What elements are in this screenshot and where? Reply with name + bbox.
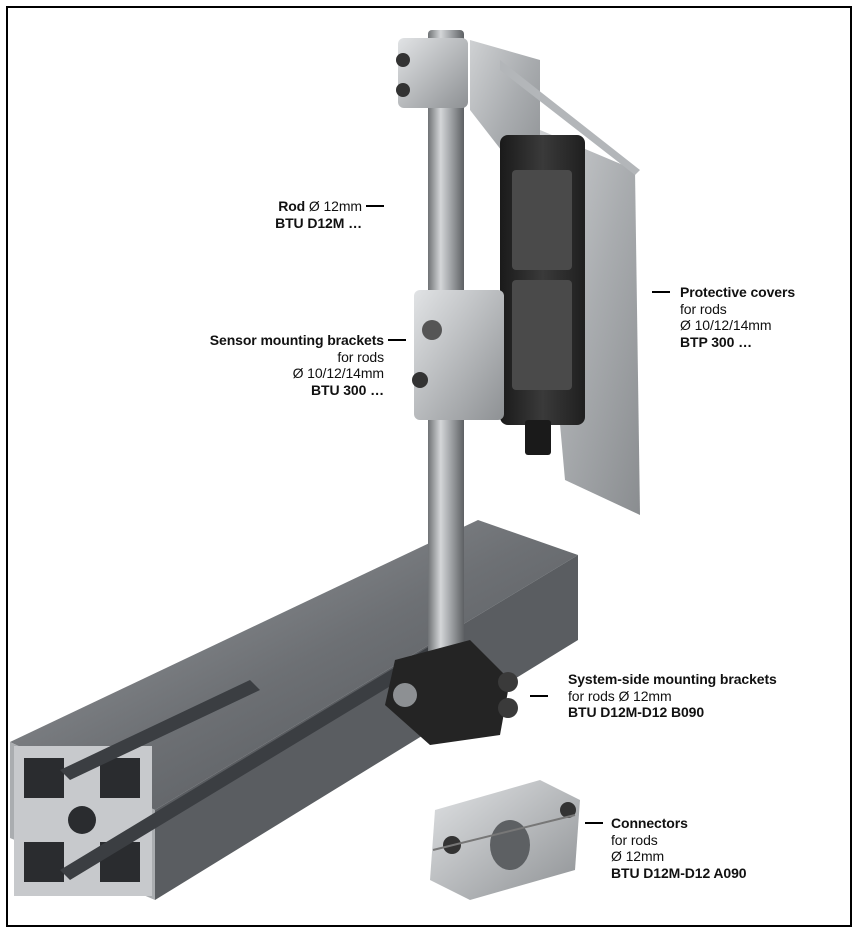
connectors-leader-line — [585, 822, 603, 824]
system-brackets-leader-line — [530, 695, 548, 697]
protective-covers-diameters: Ø 10/12/14mm — [680, 317, 772, 333]
system-bracket — [385, 640, 518, 745]
sensor-brackets-label: Sensor mounting brackets for rods Ø 10/1… — [170, 332, 384, 398]
sensor-brackets-for-rods: for rods — [337, 348, 384, 365]
sensor-bracket — [412, 290, 504, 420]
sensor — [500, 135, 585, 455]
connectors-diameter: Ø 12mm — [611, 848, 665, 864]
connectors-part-number: BTU D12M-D12 A090 — [611, 864, 747, 881]
connectors-title: Connectors — [611, 815, 688, 831]
sensor-brackets-leader-line — [388, 339, 406, 341]
rod-title: Rod — [278, 198, 306, 214]
system-brackets-part-number: BTU D12M-D12 B090 — [568, 704, 705, 720]
connector-part — [430, 780, 580, 900]
sensor-brackets-part-number: BTU 300 … — [310, 381, 384, 398]
protective-covers-label: Protective covers for rods Ø 10/12/14mm … — [680, 284, 840, 350]
protective-covers-part-number: BTP 300 … — [680, 333, 752, 350]
rod-label: Rod Ø 12mm BTU D12M … — [236, 198, 362, 231]
system-brackets-title: System-side mounting brackets — [568, 671, 777, 687]
rod-part-number: BTU D12M … — [275, 214, 362, 231]
aluminium-profile — [10, 520, 578, 900]
system-brackets-for-rods: for rods Ø 12mm — [568, 687, 672, 704]
protective-covers-title: Protective covers — [680, 284, 796, 300]
sensor-brackets-diameters: Ø 10/12/14mm — [292, 365, 385, 381]
protective-covers-for-rods: for rods — [680, 300, 727, 317]
rod-spec: Ø 12mm — [308, 198, 362, 214]
system-brackets-label: System-side mounting brackets for rods Ø… — [568, 671, 838, 721]
rod-leader-line — [366, 205, 384, 207]
protective-covers-leader-line — [652, 291, 670, 293]
connectors-for-rods: for rods — [611, 831, 658, 848]
sensor-brackets-title: Sensor mounting brackets — [209, 332, 384, 348]
connectors-label: Connectors for rods Ø 12mm BTU D12M-D12 … — [611, 815, 811, 881]
